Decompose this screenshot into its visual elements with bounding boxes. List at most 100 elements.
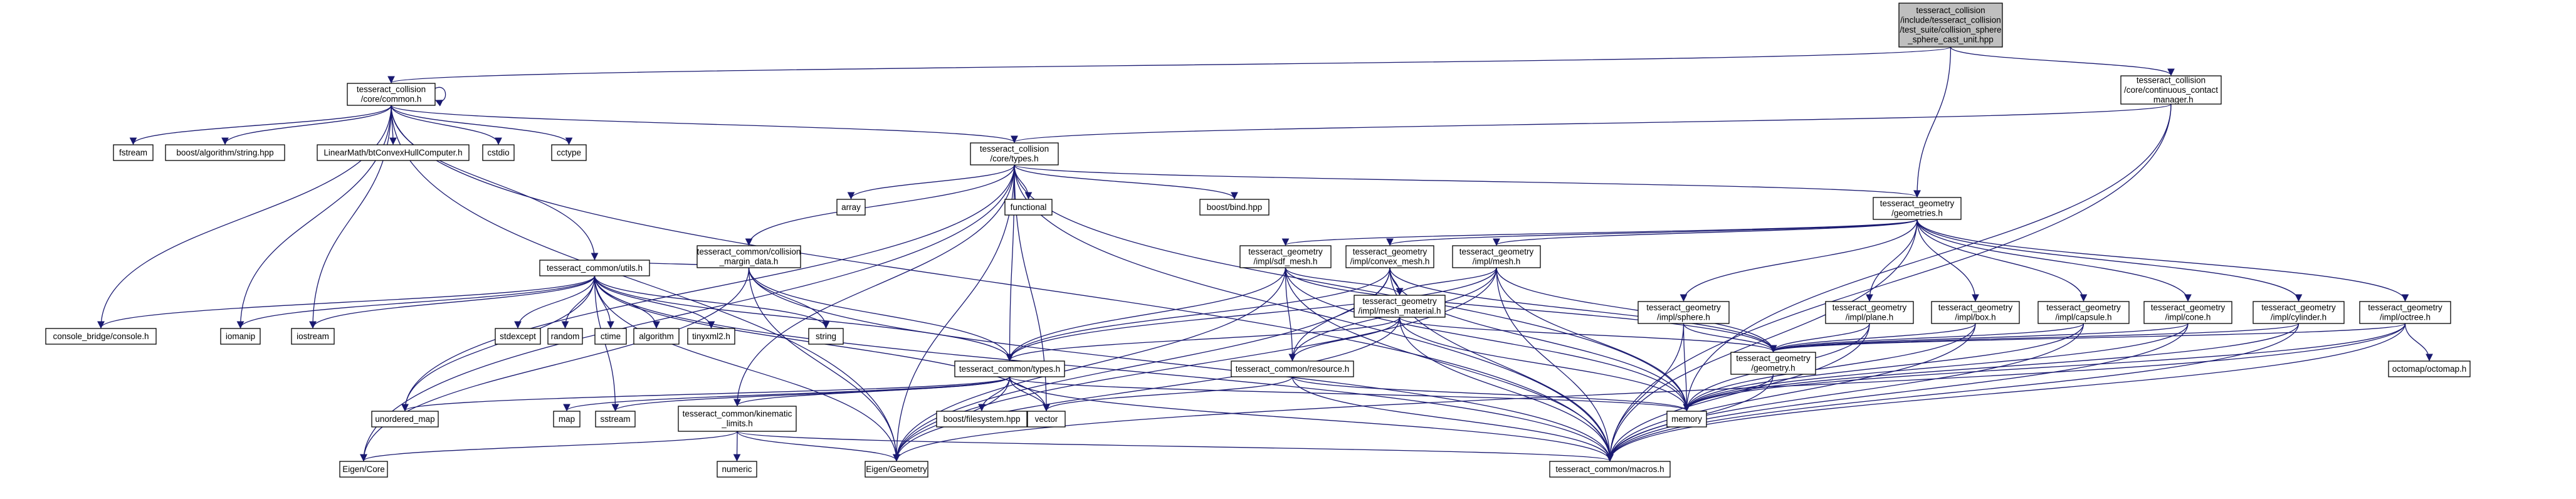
node-mesh-mat-h[interactable]: tesseract_geometry/impl/mesh_material.h: [1354, 295, 1446, 318]
node-ccm-h[interactable]: tesseract_collision/core/continuous_cont…: [2120, 75, 2222, 105]
edge-octree-h-to-memory: [1683, 323, 2406, 412]
edge-common-h-to-cstdio: [391, 105, 502, 145]
edge-types-h-to-boost-bind: [1014, 164, 1238, 200]
node-array: array: [836, 199, 866, 216]
edge-sphere-h-to-macros-h: [1606, 323, 1685, 462]
edge-cone-h-to-geometry-h: [1769, 323, 2189, 353]
edge-types-h-to-array: [847, 164, 1015, 200]
node-utils-h[interactable]: tesseract_common/utils.h: [539, 260, 650, 276]
node-boost-string: boost/algorithm/string.hpp: [165, 144, 285, 161]
edge-utils-h-to-tinyxml2: [594, 275, 715, 329]
node-box: [1345, 245, 1434, 268]
node-common-h[interactable]: tesseract_collision/core/common.h: [347, 83, 436, 106]
node-label-line: functional: [1011, 202, 1047, 212]
edge-ccm-h-to-types-h: [1011, 103, 2172, 144]
edge-common-h-to-cctype: [391, 105, 573, 145]
node-label-line: /impl/sphere.h: [1657, 313, 1710, 322]
node-label-line: map: [559, 414, 575, 424]
node-box: [1931, 301, 2020, 324]
node-label-line: LinearMath/btConvexHullComputer.h: [323, 148, 462, 157]
node-box: [2388, 360, 2471, 377]
node-box: [113, 144, 154, 161]
node-label-line: stdexcept: [500, 332, 536, 341]
edge-margin-h-to-eigen-geom: [748, 267, 900, 462]
edge-capsule-h-to-geometry-h: [1769, 323, 2084, 353]
node-box-h[interactable]: tesseract_geometry/impl/box.h: [1931, 301, 2020, 324]
node-box: [1027, 411, 1066, 428]
node-label-line: /test_suite/collision_sphere: [1900, 25, 2001, 34]
node-box: [2143, 301, 2232, 324]
node-label-line: /impl/octree.h: [2380, 313, 2431, 322]
node-label-line: /core/common.h: [361, 95, 422, 104]
node-label-line: tesseract_collision: [1916, 6, 1985, 15]
node-cmesh-h[interactable]: tesseract_geometry/impl/convex_mesh.h: [1345, 245, 1434, 268]
node-label-line: tesseract_geometry: [1938, 303, 2013, 312]
edge-geometries-h-to-macros-h: [1606, 219, 1918, 462]
edge-utils-h-to-macros-h: [594, 275, 1614, 462]
node-functional: functional: [1004, 199, 1053, 216]
edge-utils-h-to-random: [561, 275, 596, 329]
node-label-line: Eigen/Core: [342, 465, 385, 474]
node-label-line: tesseract_common/utils.h: [547, 263, 643, 273]
edge-kinematic-h-to-eigen-core: [360, 431, 738, 462]
node-label-line: tesseract_common/collision: [697, 247, 801, 256]
node-mesh-h[interactable]: tesseract_geometry/impl/mesh.h: [1452, 245, 1541, 268]
edge-geometries-h-to-capsule-h: [1916, 219, 2088, 302]
edge-ctypes-h-to-kinematic-h: [733, 376, 1011, 407]
edge-box-h-to-macros-h: [1606, 323, 1976, 462]
node-kinematic-h[interactable]: tesseract_common/kinematic_limits.h: [678, 406, 797, 432]
edge-resource-h-to-macros-h: [1291, 376, 1614, 462]
node-label-line: tesseract_geometry: [1880, 199, 1955, 208]
edge-cone-h-to-memory: [1683, 323, 2189, 412]
edge-mesh-h-to-memory: [1496, 267, 1691, 412]
node-box: [165, 144, 285, 161]
node-eigen-geom: Eigen/Geometry: [865, 461, 928, 478]
node-macros-h[interactable]: tesseract_common/macros.h: [1549, 461, 1671, 478]
node-box: [954, 360, 1065, 377]
edge-mesh-h-to-ctypes-h: [1006, 267, 1497, 362]
node-geometry-h[interactable]: tesseract_geometry/geometry.h: [1730, 352, 1816, 375]
node-box: [495, 328, 541, 345]
edge-cylinder-h-to-geometry-h: [1770, 323, 2300, 353]
edge-geometries-h-to-octree-h: [1916, 219, 2409, 302]
node-margin-h[interactable]: tesseract_common/collision_margin_data.h: [697, 245, 801, 268]
edge-geometry-h-to-memory: [1683, 374, 1774, 412]
edge-types-h-to-margin-h: [745, 164, 1015, 246]
node-sphere-h[interactable]: tesseract_geometry/impl/sphere.h: [1638, 301, 1730, 324]
node-label-line: console_bridge/console.h: [53, 332, 149, 341]
node-iostream: iostream: [291, 328, 335, 345]
node-label-line: tesseract_geometry: [2046, 303, 2121, 312]
node-ctypes-h[interactable]: tesseract_common/types.h: [954, 360, 1065, 377]
node-octree-h[interactable]: tesseract_geometry/impl/octree.h: [2359, 301, 2451, 324]
edge-sdf-h-to-ctypes-h: [1006, 267, 1286, 362]
edge-root-to-ccm-h: [1950, 46, 2175, 76]
edge-sdf-h-to-resource-h: [1285, 267, 1296, 362]
node-sstream: sstream: [595, 411, 636, 428]
node-box: [482, 144, 515, 161]
node-numeric: numeric: [717, 461, 757, 478]
edge-sdf-h-to-eigen-geom: [893, 267, 1286, 462]
node-types-h[interactable]: tesseract_collision/core/types.h: [970, 142, 1059, 165]
edge-octree-h-to-octomap: [2404, 323, 2433, 362]
node-ctime: ctime: [594, 328, 627, 345]
node-plane-h[interactable]: tesseract_geometry/impl/plane.h: [1825, 301, 1914, 324]
node-label-line: /impl/cone.h: [2165, 313, 2211, 322]
node-sdf-h[interactable]: tesseract_geometry/impl/sdf_mesh.h: [1239, 245, 1332, 268]
node-bthull: LinearMath/btConvexHullComputer.h: [317, 144, 470, 161]
node-cone-h[interactable]: tesseract_geometry/impl/cone.h: [2143, 301, 2232, 324]
node-label-line: boost/bind.hpp: [1207, 202, 1263, 212]
node-capsule-h[interactable]: tesseract_geometry/impl/capsule.h: [2037, 301, 2130, 324]
node-geometries-h[interactable]: tesseract_geometry/geometries.h: [1873, 197, 1962, 220]
edge-utils-h-to-eigen-geom: [594, 275, 900, 462]
node-memory: memory: [1666, 411, 1707, 428]
node-label-line: tesseract_collision: [980, 144, 1049, 154]
node-octomap: octomap/octomap.h: [2388, 360, 2471, 377]
edge-utils-h-to-iostream: [309, 275, 596, 329]
node-box: [1239, 245, 1332, 268]
edge-ccm-h-to-memory: [1683, 103, 2172, 412]
node-resource-h[interactable]: tesseract_common/resource.h: [1231, 360, 1354, 377]
node-label-line: string: [816, 332, 836, 341]
edge-common-h-to-common-h: [434, 87, 446, 107]
node-cylinder-h[interactable]: tesseract_geometry/impl/cylinder.h: [2253, 301, 2345, 324]
